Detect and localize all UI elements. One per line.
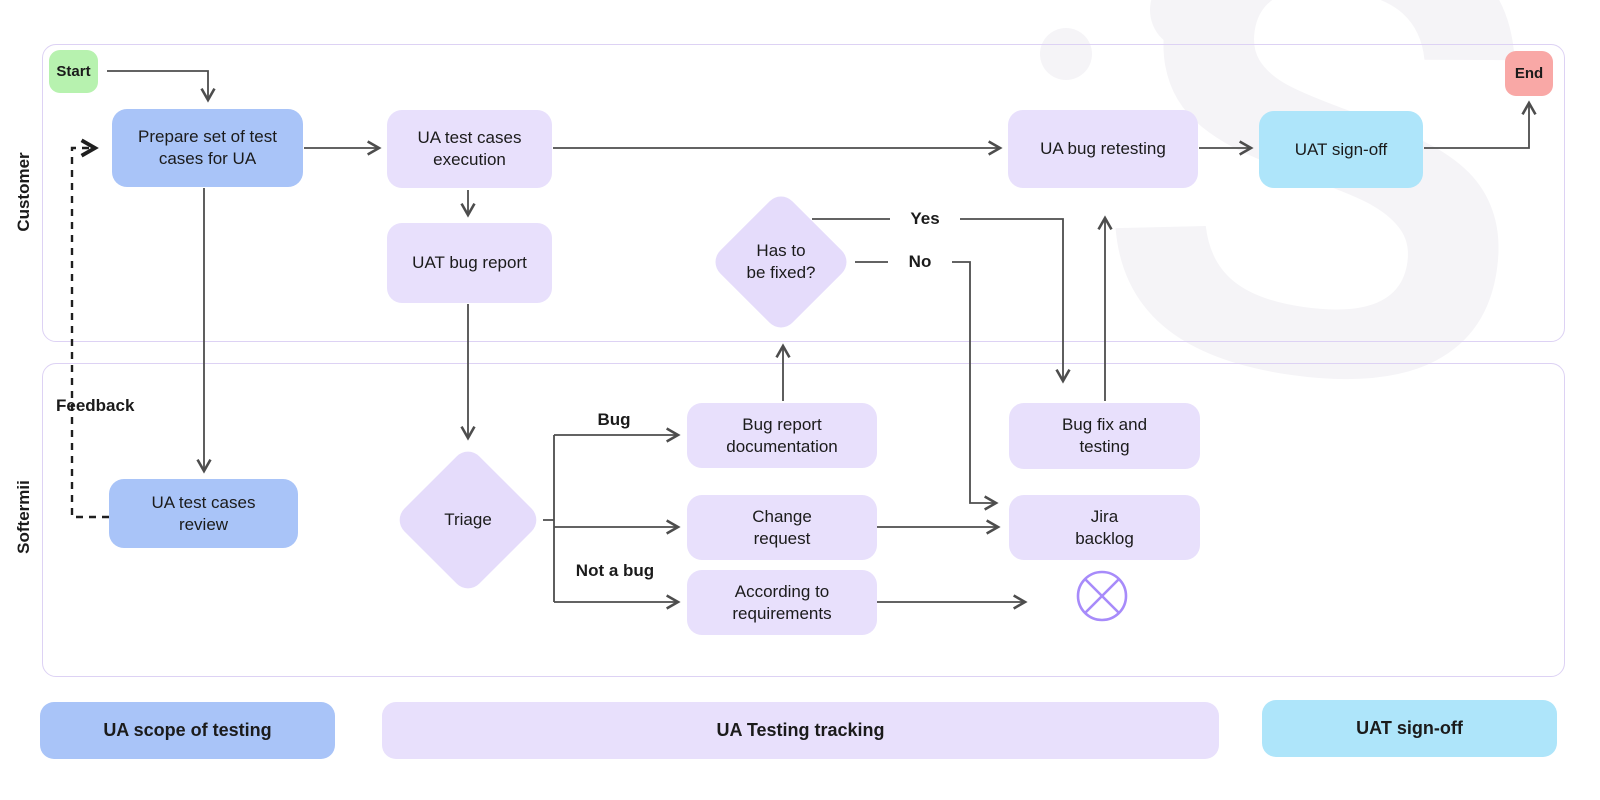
lane-label-softermii: Softermii <box>14 480 33 554</box>
bug-report-documentation-node: Bug report documentation <box>687 403 877 468</box>
swimlane-softermii <box>42 363 1565 677</box>
watermark-dot <box>1040 28 1092 80</box>
phase-ua-scope-of-testing: UA scope of testing <box>40 702 335 759</box>
start-node: Start <box>49 50 98 93</box>
uat-signoff-node: UAT sign-off <box>1259 111 1423 188</box>
yes-label: Yes <box>910 209 940 228</box>
according-to-requirements-node: According to requirements <box>687 570 877 635</box>
uat-bug-report-node: UAT bug report <box>387 223 552 303</box>
ua-test-cases-execution-node: UA test cases execution <box>387 110 552 188</box>
swimlane-customer <box>42 44 1565 342</box>
ua-test-cases-review-node: UA test cases review <box>109 479 298 548</box>
bug-label: Bug <box>597 410 631 429</box>
change-request-node: Change request <box>687 495 877 560</box>
lane-label-customer: Customer <box>14 152 33 232</box>
jira-backlog-node: Jira backlog <box>1009 495 1200 560</box>
feedback-label: Feedback <box>56 396 135 415</box>
not-a-bug-label: Not a bug <box>575 561 655 580</box>
phase-ua-testing-tracking: UA Testing tracking <box>382 702 1219 759</box>
ua-bug-retesting-node: UA bug retesting <box>1008 110 1198 188</box>
end-node: End <box>1505 51 1553 96</box>
bug-fix-and-testing-node: Bug fix and testing <box>1009 403 1200 469</box>
no-label: No <box>908 252 932 271</box>
phase-uat-signoff: UAT sign-off <box>1262 700 1557 757</box>
prepare-test-cases-node: Prepare set of test cases for UA <box>112 109 303 187</box>
